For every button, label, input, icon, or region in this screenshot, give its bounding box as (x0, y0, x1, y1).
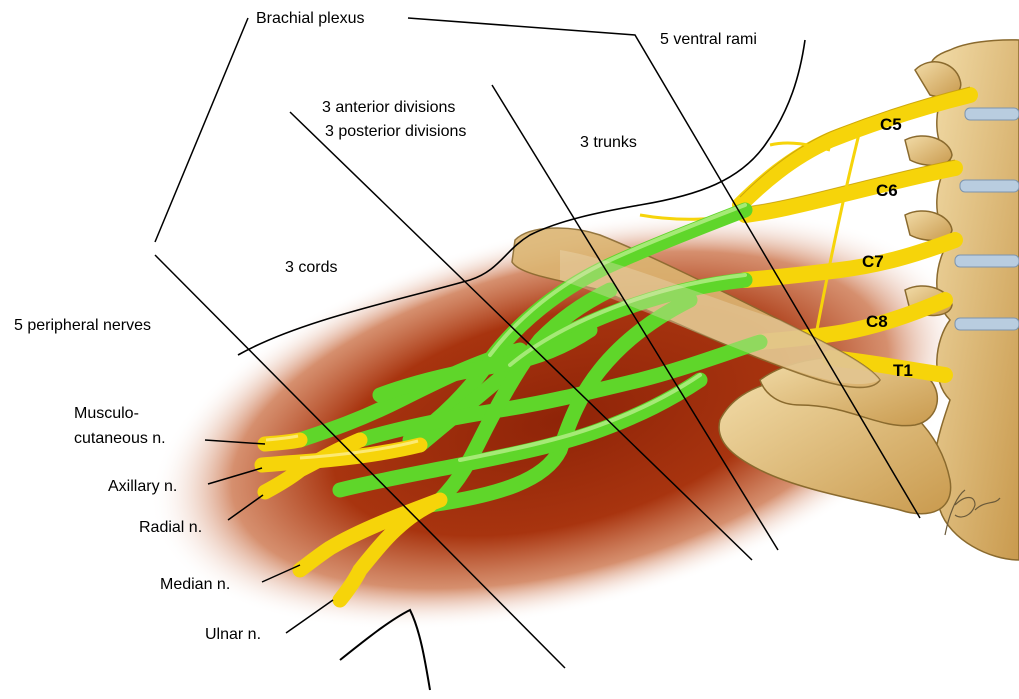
label-posterior-divisions: 3 posterior divisions (325, 123, 466, 140)
label-median-nerve: Median n. (160, 576, 230, 593)
label-cords: 3 cords (285, 259, 337, 276)
label-peripheral-nerves: 5 peripheral nerves (14, 317, 151, 334)
label-ventral-rami: 5 ventral rami (660, 31, 757, 48)
label-root-c8: C8 (866, 312, 888, 331)
label-axillary-nerve: Axillary n. (108, 478, 177, 495)
label-anterior-divisions: 3 anterior divisions (322, 99, 455, 116)
label-root-c7: C7 (862, 252, 884, 271)
label-root-t1: T1 (893, 361, 913, 380)
label-radial-nerve: Radial n. (139, 519, 202, 536)
label-brachial-plexus: Brachial plexus (256, 10, 365, 27)
label-musculocutaneous-line1: Musculo- (74, 405, 139, 422)
label-root-c5: C5 (880, 115, 902, 134)
label-musculocutaneous-line2: cutaneous n. (74, 430, 166, 447)
label-trunks: 3 trunks (580, 134, 637, 151)
label-root-c6: C6 (876, 181, 898, 200)
label-ulnar-nerve: Ulnar n. (205, 626, 261, 643)
